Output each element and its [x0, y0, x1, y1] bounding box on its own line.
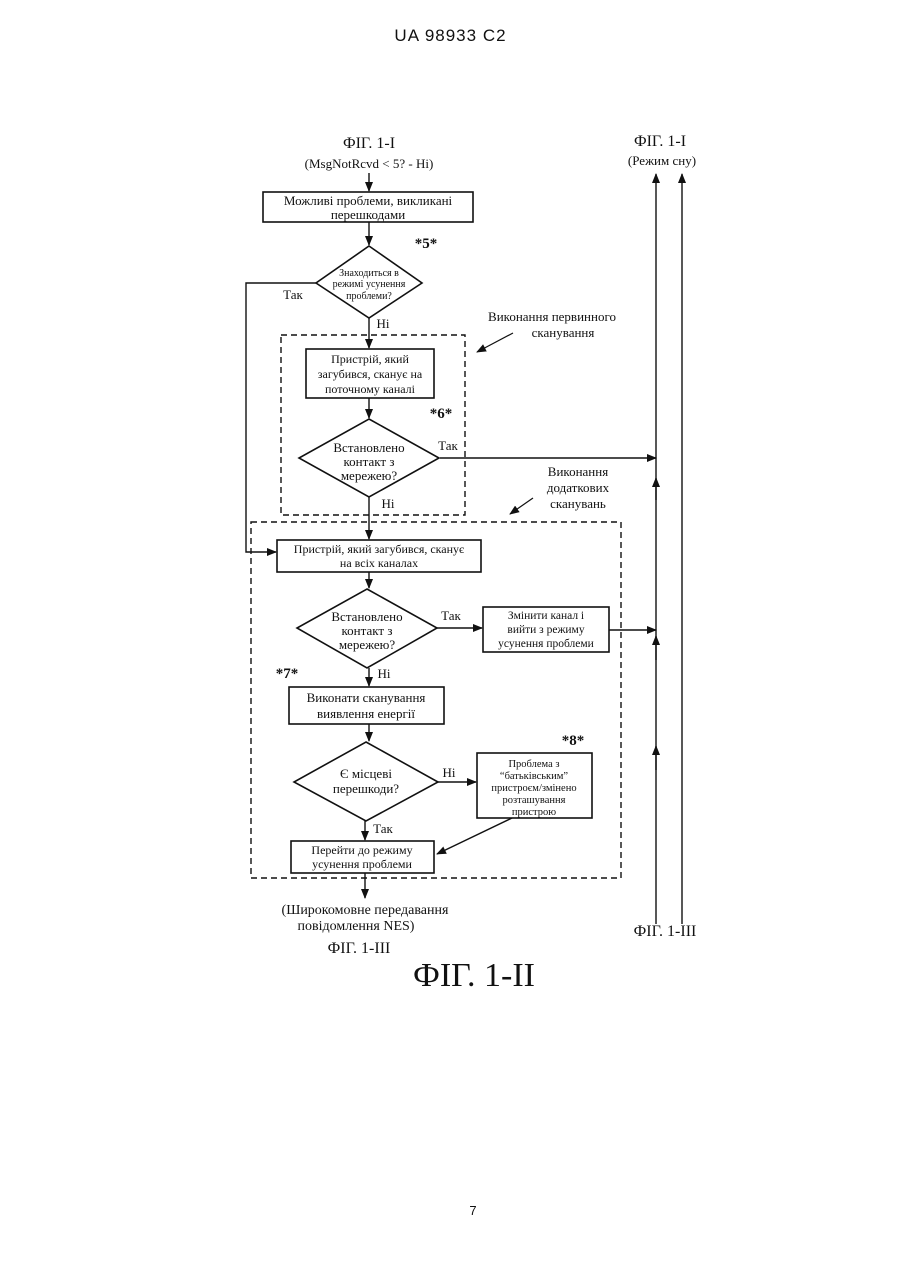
box3-line2: на всіх каналах	[340, 556, 418, 570]
box6-line1: Проблема з	[508, 759, 559, 770]
dec3-no-label: Ні	[378, 666, 391, 681]
top-left-cond: (MsgNotRcvd < 5? - Ні)	[305, 156, 434, 171]
dec1-yes-label: Так	[283, 287, 303, 302]
dec2-line3: мережею?	[341, 468, 398, 483]
dec4-line2: перешкоди?	[333, 781, 399, 796]
bottom-right-ref: ФІГ. 1-III	[634, 923, 697, 940]
extra-scan-note-3: сканувань	[550, 496, 606, 511]
bottom-output-ref: ФІГ. 1-III	[328, 940, 391, 957]
box6-line4: розташування	[503, 795, 566, 806]
box5-line1: Виконати сканування	[307, 690, 426, 705]
bottom-output-line2: повідомлення NES)	[298, 919, 415, 934]
box1-line1: Можливі проблеми, викликані	[284, 193, 453, 208]
dec3-line1: Встановлено	[331, 609, 402, 624]
dec3-line2: контакт з	[342, 623, 393, 638]
page-number: 7	[0, 1203, 901, 1218]
primary-scan-pointer	[477, 333, 513, 352]
box4-line1: Змінити канал і	[508, 610, 584, 622]
step-8-label: *8*	[562, 733, 585, 749]
dec1-line1: Знаходиться в	[339, 268, 399, 279]
dec1-line3: проблеми?	[346, 291, 392, 302]
arrow-dec1-yes	[246, 283, 318, 552]
extra-scan-pointer	[510, 498, 533, 514]
box6-line2: “батьківським”	[500, 771, 568, 782]
bottom-output-line1: (Широкомовне передавання	[282, 903, 449, 918]
top-left-ref: ФІГ. 1-I	[343, 135, 395, 152]
box6-line3: пристроєм/змінено	[491, 783, 576, 794]
dec4-no-label: Ні	[443, 765, 456, 780]
step-6-label: *6*	[430, 406, 453, 422]
box4-line2: вийти з режиму	[507, 624, 584, 636]
dec1-no-label: Ні	[377, 316, 390, 331]
box2-line1: Пристрій, який	[331, 352, 409, 366]
figure-title: ФІГ. 1-II	[413, 957, 535, 994]
dec2-line1: Встановлено	[333, 440, 404, 455]
dec2-yes-label: Так	[438, 438, 458, 453]
box4-line3: усунення проблеми	[498, 638, 594, 650]
dec2-line2: контакт з	[344, 454, 395, 469]
arrow-box6-box7	[437, 818, 512, 854]
box5-line2: виявлення енергії	[317, 706, 415, 721]
extra-scan-note-1: Виконання	[548, 464, 608, 479]
dec2-no-label: Ні	[382, 496, 395, 511]
box3-line1: Пристрій, який загубився, сканує	[294, 542, 464, 556]
dec1-line2: режимі усунення	[333, 279, 406, 290]
primary-scan-note-1: Виконання первинного	[488, 309, 616, 324]
dec3-line3: мережею?	[339, 637, 396, 652]
top-right-cond: (Режим сну)	[628, 153, 696, 168]
box2-line2: загубився, сканує на	[318, 367, 423, 381]
box2-line3: поточному каналі	[325, 382, 416, 396]
top-right-ref: ФІГ. 1-I	[634, 133, 686, 150]
dec4-line1: Є місцеві	[340, 766, 392, 781]
step-7-label: *7*	[276, 666, 299, 682]
box6-line5: пристрою	[512, 807, 556, 818]
primary-scan-note-2: сканування	[532, 325, 595, 340]
box7-line1: Перейти до режиму	[311, 843, 412, 857]
dec4-yes-label: Так	[373, 821, 393, 836]
box1-line2: перешкодами	[331, 207, 405, 222]
step-5-label: *5*	[415, 236, 438, 252]
extra-scan-note-2: додаткових	[547, 480, 610, 495]
box7-line2: усунення проблеми	[312, 857, 412, 871]
dec3-yes-label: Так	[441, 608, 461, 623]
